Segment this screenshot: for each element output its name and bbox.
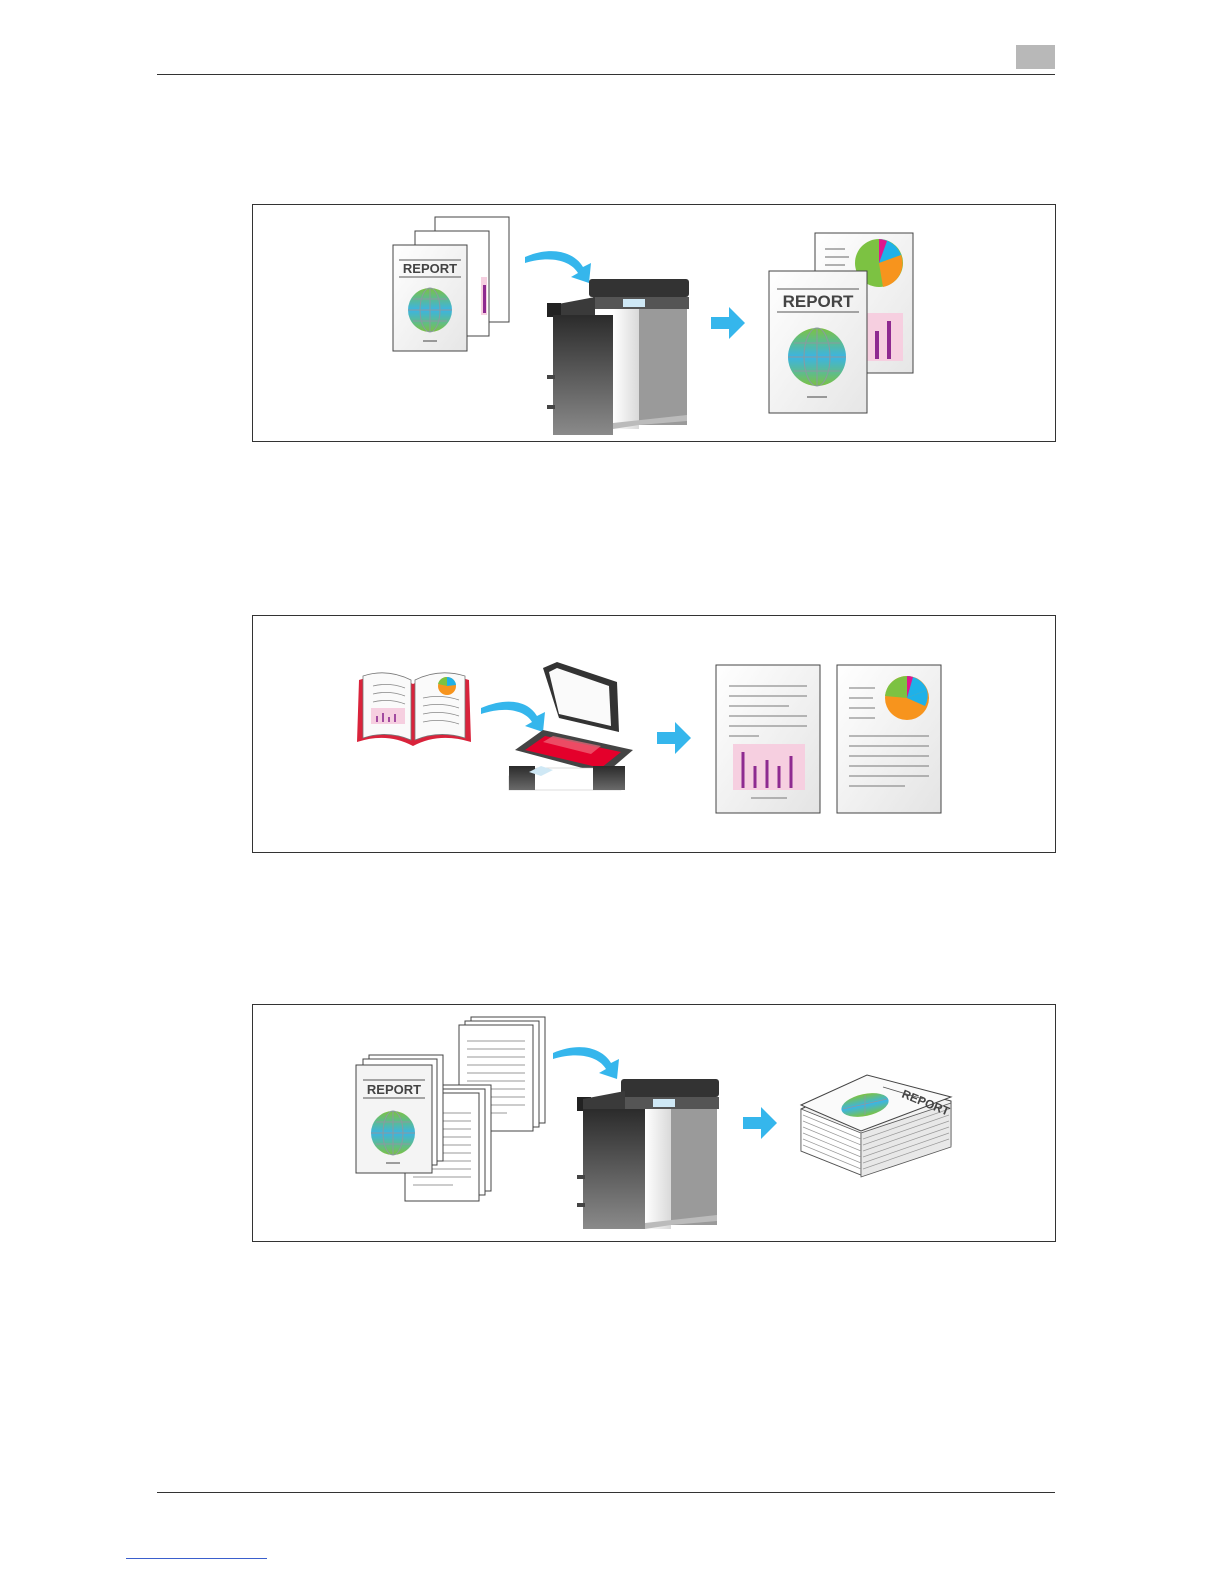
original-report-label: REPORT: [367, 1082, 421, 1097]
output-page-right: [837, 665, 941, 813]
footer-rule: [157, 1492, 1055, 1493]
feed-arrow-icon: [525, 251, 591, 283]
figure-book-copy: [252, 615, 1056, 853]
page-number-tab: [1016, 45, 1055, 69]
output-report-label: REPORT: [783, 292, 854, 311]
output-arrow-icon: [657, 722, 691, 754]
figure-duplex-copy: REPORT: [252, 204, 1056, 442]
footer-link-underline[interactable]: [126, 1558, 267, 1559]
feed-arrow-icon: [481, 702, 545, 732]
output-document-stack: REPORT: [769, 233, 913, 413]
original-report-label: REPORT: [403, 261, 457, 276]
header-rule: [157, 74, 1055, 75]
output-arrow-icon: [743, 1107, 777, 1139]
original-document-stack: REPORT: [356, 1055, 443, 1173]
output-page-left: [716, 665, 820, 813]
stapled-output-stack-icon: REPORT: [801, 1075, 952, 1177]
open-book-icon: [357, 673, 471, 746]
output-arrow-icon: [711, 307, 745, 339]
mfp-machine-icon: [577, 1079, 719, 1229]
figure-staple-copy: REPORT: [252, 1004, 1056, 1242]
feed-arrow-icon: [553, 1047, 619, 1079]
mfp-machine-icon: [547, 279, 689, 435]
original-document-stack: REPORT: [393, 217, 509, 351]
